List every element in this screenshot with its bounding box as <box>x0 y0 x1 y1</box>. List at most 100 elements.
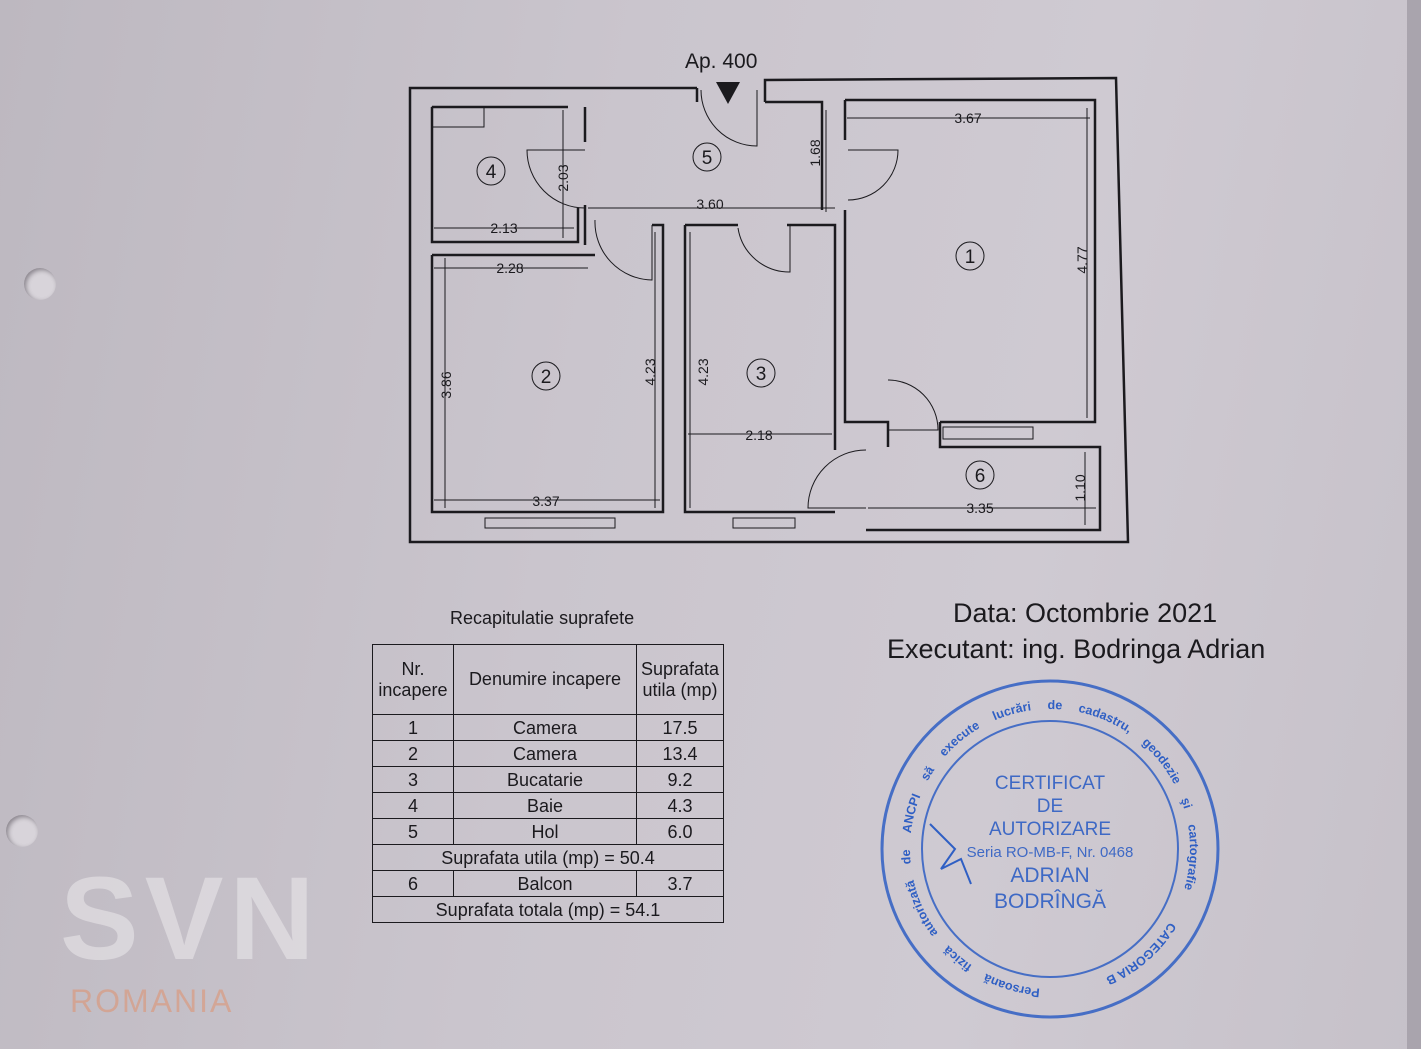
room-marker-6: 6 <box>965 460 995 490</box>
watermark-logo: SVN <box>60 853 321 985</box>
svg-text:3: 3 <box>756 364 767 385</box>
header-nr: Nr. incapere <box>372 644 454 715</box>
door-swing-kitchen <box>737 225 791 273</box>
entrance-arrow-icon <box>716 82 740 104</box>
window <box>732 517 796 529</box>
entrance-wall <box>765 98 1097 424</box>
cell-name: Baie <box>452 792 638 819</box>
door-swing-entrance <box>700 89 758 147</box>
room-3-walls <box>683 223 837 514</box>
area-summary-table: Nr. incapere Denumire incapere Suprafata… <box>372 644 724 923</box>
dim-r3-width: 2.18 <box>745 427 772 443</box>
door-swing-balcony-1 <box>887 379 939 431</box>
dim-r2-height: 3.86 <box>438 371 454 398</box>
svg-text:4: 4 <box>486 162 497 183</box>
room-numbers: 1 2 3 4 5 6 <box>476 142 995 490</box>
subtotal-cell: Suprafata utila (mp) = 50.4 <box>372 844 724 871</box>
door-swing-room2 <box>594 219 653 281</box>
table-title: Recapitulatie suprafete <box>450 608 635 628</box>
cell-nr: 1 <box>372 714 454 741</box>
executant-text: Executant: ing. Bodringa Adrian <box>887 634 1266 664</box>
signature <box>929 823 972 885</box>
door-swing-balcony-2 <box>807 449 867 509</box>
cell-nr: 2 <box>372 740 454 767</box>
stamp-ring-word: de <box>1047 698 1062 713</box>
room-marker-3: 3 <box>746 358 776 388</box>
dim-r2-right: 4.23 <box>642 358 658 385</box>
svg-text:5: 5 <box>702 148 713 169</box>
subtotal-row: Suprafata utila (mp) = 50.4 <box>372 844 724 871</box>
stamp-line: AUTORIZARE <box>989 819 1111 840</box>
cell-name: Bucatarie <box>452 766 638 793</box>
dim-r6-width: 3.35 <box>966 500 993 516</box>
dimension-labels: 3.67 4.77 3.60 1.68 2.03 2.13 2.28 3.86 … <box>438 110 1090 516</box>
cell-name: Balcon <box>452 870 638 897</box>
room-marker-1: 1 <box>955 241 985 271</box>
stamp-line: DE <box>1037 796 1063 817</box>
outer-wall-inner <box>430 88 699 244</box>
cell-area: 9.2 <box>636 766 724 793</box>
svg-text:1: 1 <box>965 247 976 268</box>
cell-area: 6.0 <box>636 818 724 845</box>
dim-r2-top: 2.28 <box>496 260 523 276</box>
svg-text:6: 6 <box>975 466 986 487</box>
dim-r6-height: 1.10 <box>1072 474 1088 501</box>
stamp-ring-word: cadastru, <box>1077 701 1135 736</box>
cell-area: 3.7 <box>636 870 724 897</box>
bathtub <box>431 106 485 128</box>
authorization-stamp: PersoanăfizicăautorizatădeANCPIsăexecute… <box>880 679 1220 1019</box>
stamp-line: BODRÎNGĂ <box>994 890 1106 913</box>
total-cell: Suprafata totala (mp) = 54.1 <box>372 896 724 923</box>
room-marker-4: 4 <box>476 156 506 186</box>
watermark-sub: ROMANIA <box>70 983 234 1019</box>
stamp-ring-word: autorizată <box>902 878 940 939</box>
door-swing-bathroom <box>526 149 586 209</box>
dimension-lines <box>434 108 1096 525</box>
stamp-ring-word: să <box>918 763 938 783</box>
room-1-walls <box>843 100 890 447</box>
stamp-line: Seria RO-MB-F, Nr. 0468 <box>967 844 1134 861</box>
stamp-ring-word: cartografie <box>1181 823 1201 892</box>
cell-area: 13.4 <box>636 740 724 767</box>
header-area: Suprafata utila (mp) <box>636 644 724 715</box>
cell-nr: 6 <box>372 870 454 897</box>
cell-nr: 3 <box>372 766 454 793</box>
dim-r2-bottom: 3.37 <box>532 493 559 509</box>
dim-r3-left: 4.23 <box>695 358 711 385</box>
stamp-line: CERTIFICAT <box>995 773 1106 794</box>
stamp-rings <box>880 679 1220 1019</box>
stamp-ring-word: lucrări <box>990 699 1031 723</box>
room-marker-2: 2 <box>531 361 561 391</box>
stamp-category: CATEGORIA B <box>1104 920 1179 987</box>
stamp-ring-word: de <box>899 849 914 865</box>
cell-name: Camera <box>452 740 638 767</box>
stamp-ring-word: şi <box>1178 796 1195 811</box>
dim-hall-width: 3.60 <box>696 196 723 212</box>
stamp-ring-word: geodezie <box>1140 735 1185 786</box>
window <box>942 426 1034 440</box>
stamp-line: ADRIAN <box>1010 864 1089 887</box>
stamp-ring-word: execute <box>936 718 982 759</box>
cell-name: Camera <box>452 714 638 741</box>
total-row: Suprafata totala (mp) = 54.1 <box>372 896 724 923</box>
apartment-label: Ap. 400 <box>685 50 758 73</box>
dim-r1-height: 4.77 <box>1074 246 1090 273</box>
table-header-row: Nr. incapere Denumire incapere Suprafata… <box>372 644 724 715</box>
cell-nr: 5 <box>372 818 454 845</box>
outer-wall <box>408 76 1130 544</box>
header-name: Denumire incapere <box>452 644 638 715</box>
cell-nr: 4 <box>372 792 454 819</box>
door-swing-room1 <box>847 149 899 201</box>
window <box>484 517 616 529</box>
punch-hole <box>6 815 38 847</box>
dim-hall-height: 1.68 <box>807 139 823 166</box>
cell-name: Hol <box>452 818 638 845</box>
punch-hole <box>24 268 56 300</box>
cell-area: 17.5 <box>636 714 724 741</box>
